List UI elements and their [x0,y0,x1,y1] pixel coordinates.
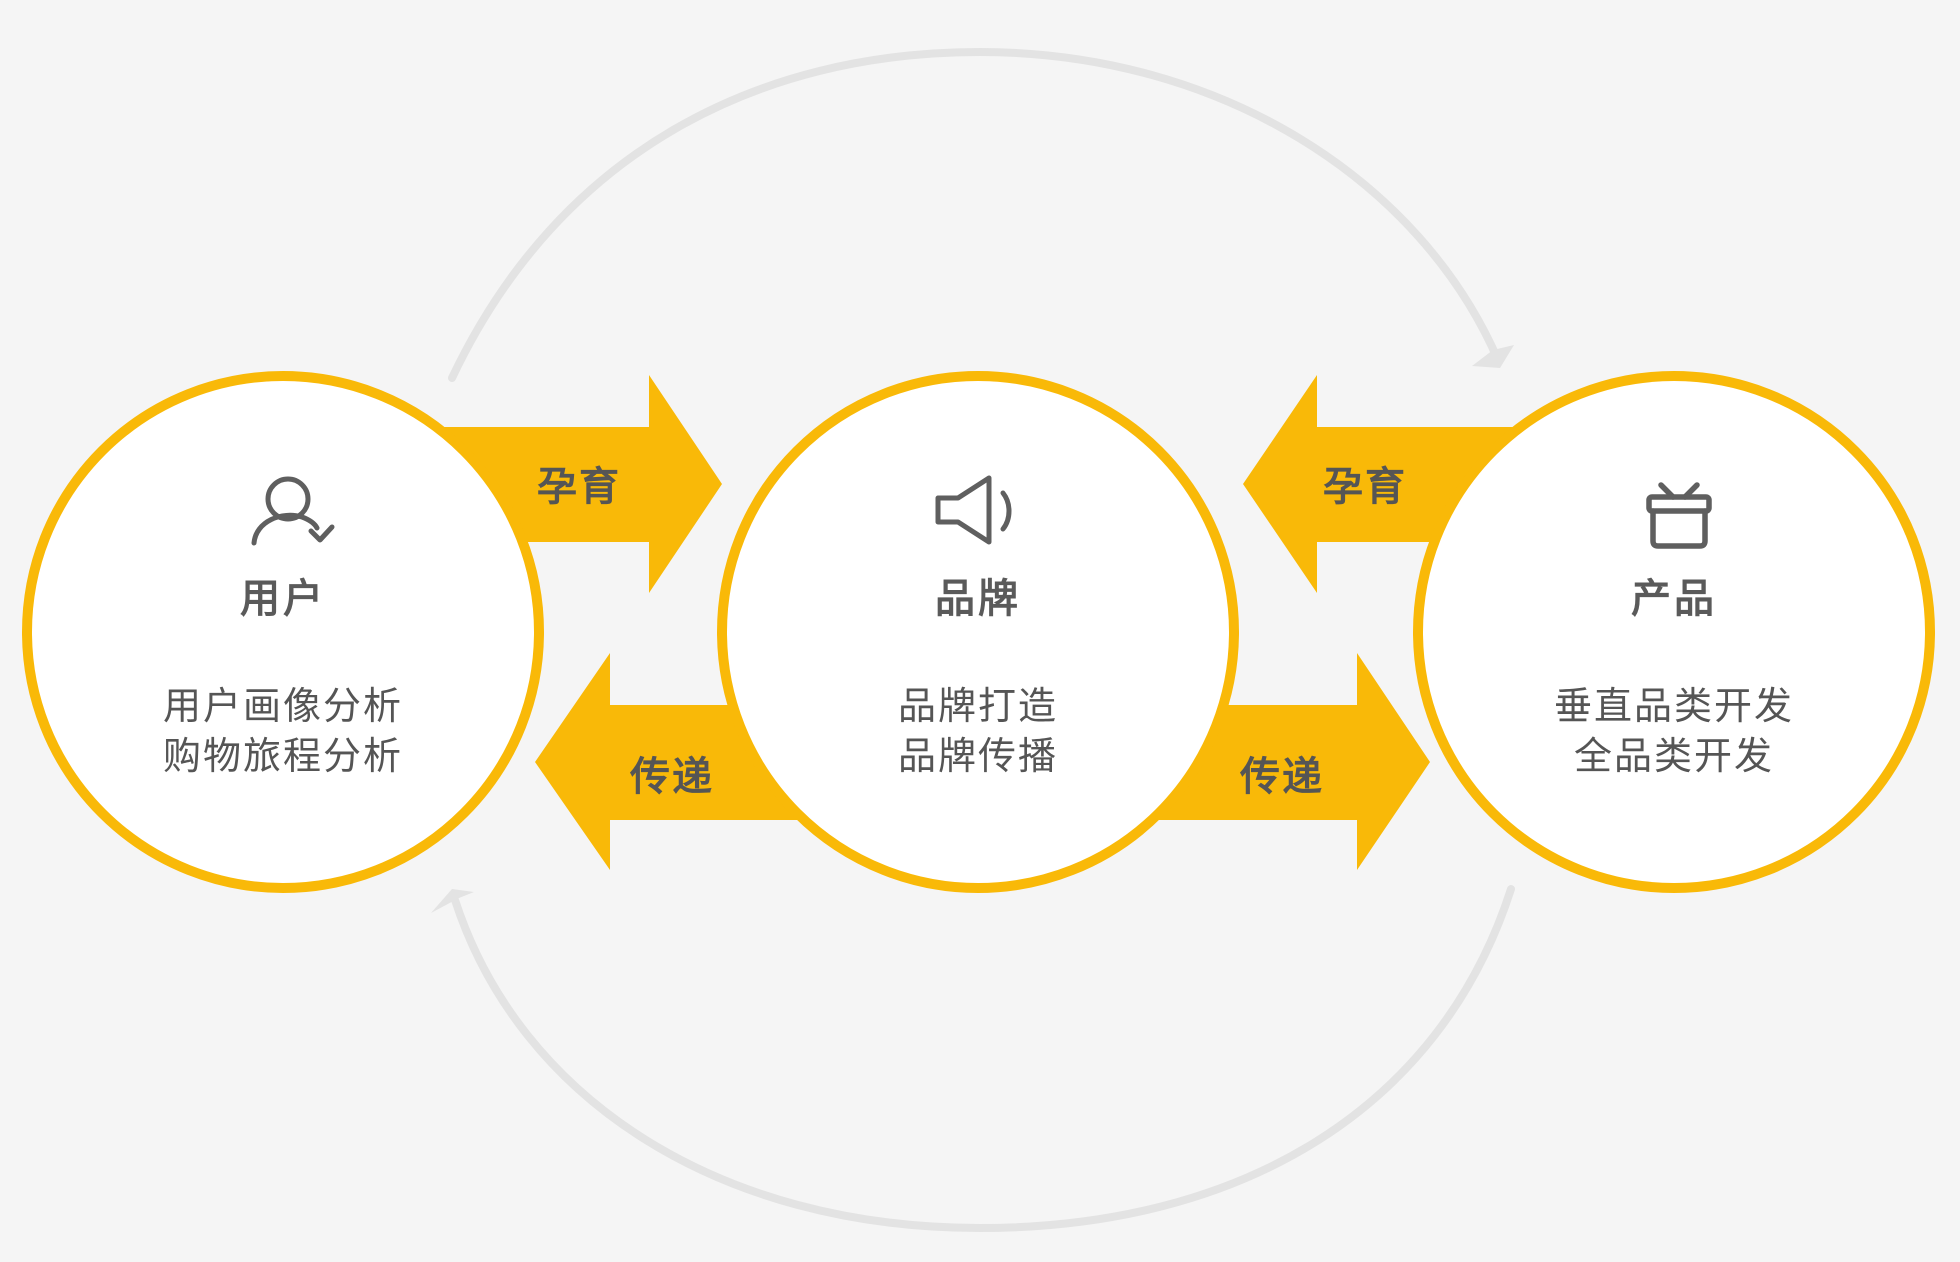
node-product: 产品 垂直品类开发 全品类开发 [1413,371,1935,893]
speaker-icon [935,475,1012,545]
node-brand: 品牌 品牌打造 品牌传播 [717,371,1239,893]
arrow-label-brand-to-product: 传递 [1240,754,1324,800]
basket-icon [1646,482,1712,549]
node-title: 品牌 [935,576,1021,622]
arrow-label-product-to-brand: 孕育 [1323,464,1407,510]
node-description-line: 垂直品类开发 [1553,684,1794,728]
node-description-line: 品牌打造 [897,684,1058,728]
node-title: 用户 [240,576,326,622]
top-cycle-arrowhead-icon [1472,345,1514,368]
node-description-line: 全品类开发 [1573,734,1774,778]
user-check-icon [251,476,335,546]
arrow-label-brand-to-user: 传递 [630,754,714,800]
node-description: 垂直品类开发 全品类开发 [1423,681,1925,781]
node-description-line: 购物旅程分析 [162,734,403,778]
node-user: 用户 用户画像分析 购物旅程分析 [22,371,544,893]
node-description-line: 品牌传播 [897,734,1058,778]
bottom-cycle-arc [451,885,1515,1233]
bottom-cycle-arrowhead-icon [431,889,474,913]
node-title: 产品 [1631,576,1717,622]
top-cycle-arc [448,47,1502,382]
arrow-label-user-to-brand: 孕育 [537,464,621,510]
node-description-line: 用户画像分析 [162,684,403,728]
node-description: 用户画像分析 购物旅程分析 [32,681,534,781]
node-description: 品牌打造 品牌传播 [727,681,1229,781]
